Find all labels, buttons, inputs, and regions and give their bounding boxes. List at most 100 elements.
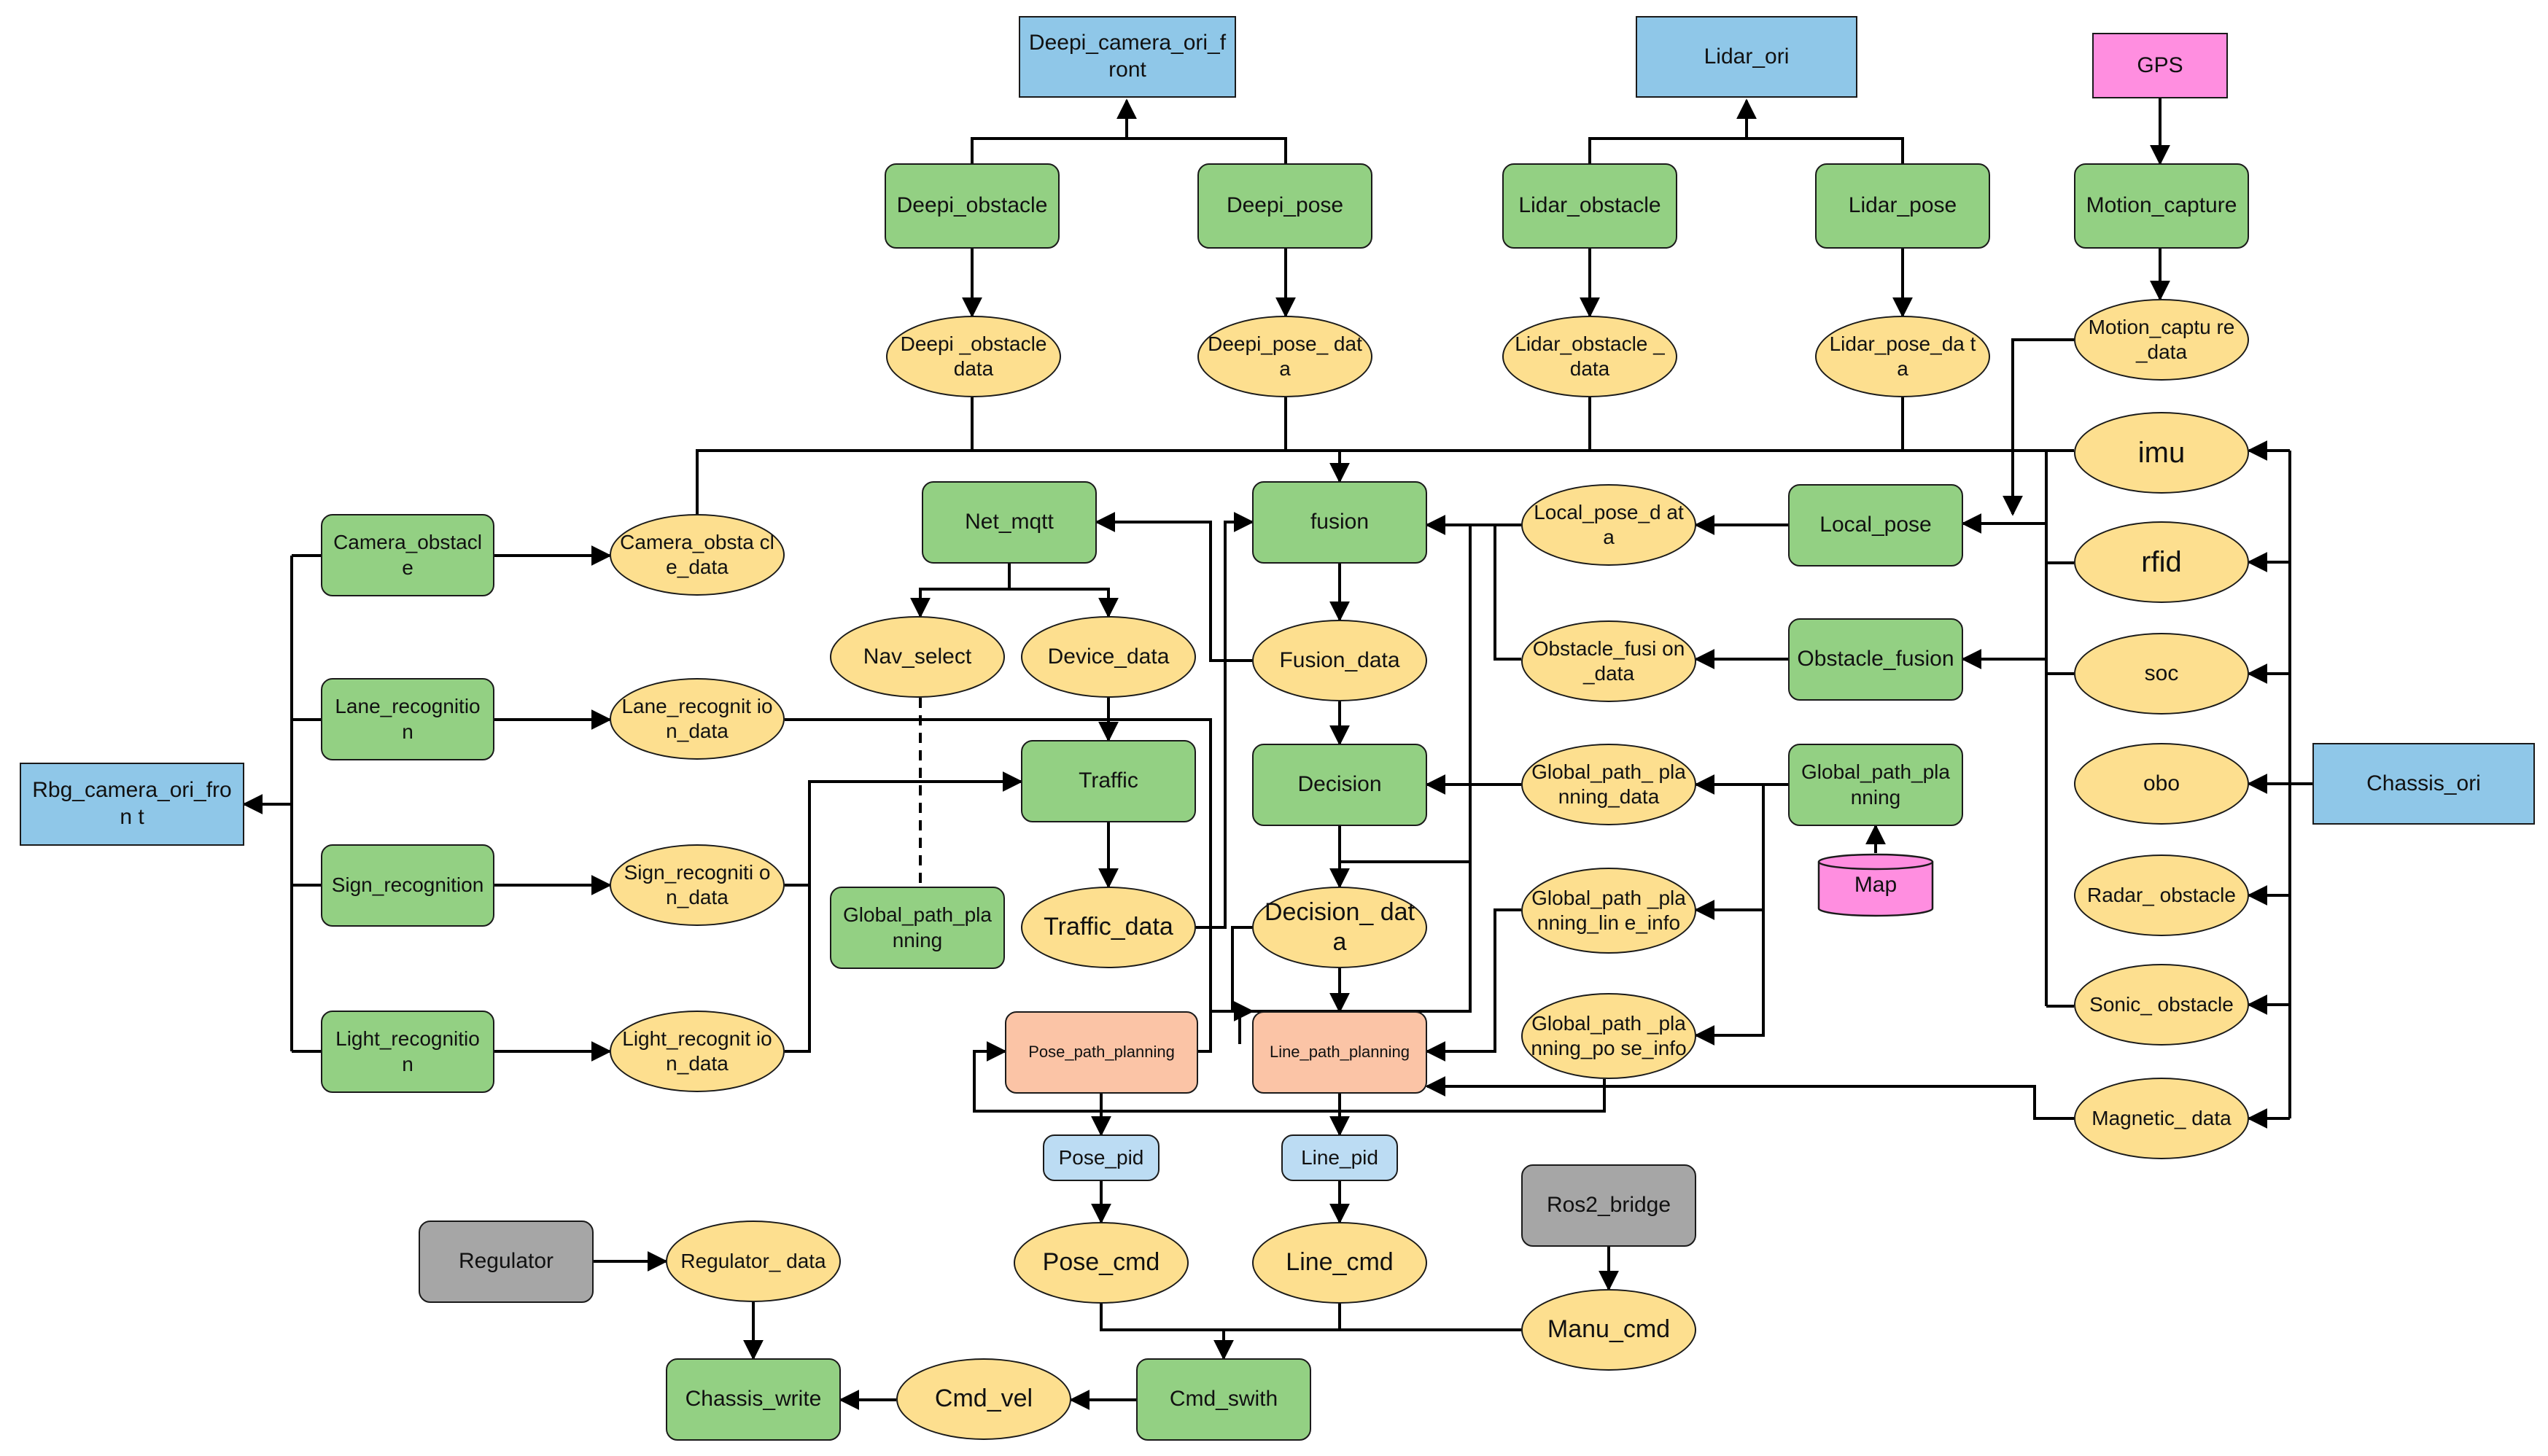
lane-recognition-data-node: Lane_recognit ion_data bbox=[610, 678, 785, 760]
rfid-node: rfid bbox=[2074, 521, 2249, 603]
gps-source: GPS bbox=[2092, 33, 2228, 98]
sign-recognition-label: Sign_recognition bbox=[331, 873, 484, 897]
regulator-node: Regulator bbox=[419, 1221, 594, 1303]
local-pose-data-node: Local_pose_d ata bbox=[1521, 484, 1696, 566]
deepi-pose-label: Deepi_pose bbox=[1226, 193, 1344, 218]
camera-obstacle-node: Camera_obstacl e bbox=[321, 514, 494, 596]
obstacle-fusion-node: Obstacle_fusion bbox=[1788, 618, 1963, 701]
sonic-obstacle-label: Sonic_ obstacle bbox=[2089, 992, 2234, 1016]
radar-obstacle-label: Radar_ obstacle bbox=[2087, 883, 2236, 906]
motion-capture-node: Motion_capture bbox=[2074, 163, 2249, 249]
lidar-obstacle-data-label: Lidar_obstacle _data bbox=[1515, 332, 1665, 380]
magnetic-data-node: Magnetic_ data bbox=[2074, 1078, 2249, 1159]
camera-obstacle-data-node: Camera_obsta cle_data bbox=[610, 514, 785, 596]
nav-select-label: Nav_select bbox=[863, 644, 972, 669]
manu-cmd-node: Manu_cmd bbox=[1521, 1289, 1696, 1371]
decision-data-label: Decision_ data bbox=[1264, 898, 1415, 956]
chassis-write-node: Chassis_write bbox=[666, 1358, 841, 1441]
decision-label: Decision bbox=[1297, 772, 1382, 797]
connector-77 bbox=[1100, 1304, 1521, 1331]
global-path-planning-pose-info-label: Global_path _planning_po se_info bbox=[1531, 1011, 1687, 1059]
soc-label: soc bbox=[2144, 661, 2179, 685]
obstacle-fusion-label: Obstacle_fusion bbox=[1797, 647, 1954, 671]
deepi-obstacle-data-node: Deepi _obstacle data bbox=[886, 316, 1061, 397]
obo-label: obo bbox=[2143, 771, 2180, 795]
sign-recognition-data-node: Sign_recogniti on_data bbox=[610, 844, 785, 926]
connector-59 bbox=[785, 771, 1023, 887]
deepi-camera-source: Deepi_camera_ori_front bbox=[1019, 16, 1236, 98]
lidar-obstacle-label: Lidar_obstacle bbox=[1518, 193, 1661, 218]
cmd-vel-label: Cmd_vel bbox=[934, 1385, 1033, 1413]
device-data-label: Device_data bbox=[1047, 644, 1170, 669]
ros2-bridge-node: Ros2_bridge bbox=[1521, 1164, 1696, 1247]
cmd-swith-label: Cmd_swith bbox=[1169, 1387, 1278, 1412]
local-pose-data-label: Local_pose_d ata bbox=[1534, 500, 1684, 548]
motion-capture-data-node: Motion_captu re_data bbox=[2074, 299, 2249, 381]
connector-71 bbox=[973, 1041, 1606, 1113]
connector-68 bbox=[1198, 926, 1252, 1053]
fusion-node: fusion bbox=[1252, 481, 1427, 564]
rbg-camera-source: Rbg_camera_ori_fron t bbox=[20, 763, 244, 846]
magnetic-data-label: Magnetic_ data bbox=[2091, 1106, 2232, 1129]
lidar-pose-label: Lidar_pose bbox=[1848, 193, 1957, 218]
obstacle-fusion-data-node: Obstacle_fusi on_data bbox=[1521, 620, 1696, 702]
lidar-ori-label: Lidar_ori bbox=[1704, 44, 1790, 69]
lidar-obstacle-data-node: Lidar_obstacle _data bbox=[1502, 316, 1677, 397]
line-pid-label: Line_pid bbox=[1301, 1145, 1378, 1169]
imu-node: imu bbox=[2074, 412, 2249, 494]
motion-capture-label: Motion_capture bbox=[2086, 193, 2237, 218]
soc-node: soc bbox=[2074, 633, 2249, 715]
deepi-obstacle-data-label: Deepi _obstacle data bbox=[900, 332, 1047, 380]
traffic-data-node: Traffic_data bbox=[1021, 887, 1196, 968]
traffic-label: Traffic bbox=[1079, 768, 1138, 793]
rbg-camera-label: Rbg_camera_ori_fron t bbox=[32, 778, 232, 829]
fusion-label: fusion bbox=[1310, 510, 1370, 534]
connector-36 bbox=[1494, 525, 1521, 661]
connector-3 bbox=[1588, 137, 1904, 163]
pose-cmd-node: Pose_cmd bbox=[1014, 1222, 1189, 1304]
connector-41 bbox=[1694, 910, 1765, 1046]
chassis-ori-label: Chassis_ori bbox=[2366, 771, 2481, 795]
gps-label: GPS bbox=[2137, 52, 2183, 77]
global-path-planning-data-node: Global_path_ planning_data bbox=[1521, 744, 1696, 825]
obo-node: obo bbox=[2074, 743, 2249, 825]
manu-cmd-label: Manu_cmd bbox=[1547, 1315, 1671, 1344]
pose-path-planning-node: Pose_path_planning bbox=[1005, 1011, 1198, 1094]
regulator-data-label: Regulator_ data bbox=[680, 1249, 826, 1272]
sign-recognition-node: Sign_recognition bbox=[321, 844, 494, 927]
pose-pid-label: Pose_pid bbox=[1058, 1145, 1144, 1169]
lidar-pose-data-node: Lidar_pose_da ta bbox=[1815, 316, 1990, 397]
connector-1 bbox=[971, 137, 1287, 163]
cmd-vel-node: Cmd_vel bbox=[896, 1358, 1071, 1440]
device-data-node: Device_data bbox=[1021, 616, 1196, 698]
line-path-planning-node: Line_path_planning bbox=[1252, 1011, 1427, 1094]
local-pose-node: Local_pose bbox=[1788, 484, 1963, 567]
map-label: Map bbox=[1854, 872, 1898, 897]
deepi-pose-data-node: Deepi_pose_ data bbox=[1197, 316, 1372, 397]
connector-62 bbox=[1009, 588, 1119, 618]
global-path-planning-line-info-label: Global_path _planning_lin e_info bbox=[1531, 886, 1686, 934]
connector-61 bbox=[910, 564, 1011, 618]
light-recognition-node: Light_recognitio n bbox=[321, 1011, 494, 1093]
regulator-data-node: Regulator_ data bbox=[666, 1221, 841, 1302]
global-path-planning-right-node: Global_path_pla nning bbox=[1788, 744, 1963, 826]
local-pose-label: Local_pose bbox=[1819, 513, 1932, 537]
lidar-ori-source: Lidar_ori bbox=[1636, 16, 1857, 98]
map-database: Map bbox=[1817, 853, 1934, 917]
nav-select-node: Nav_select bbox=[830, 616, 1005, 698]
lidar-pose-node: Lidar_pose bbox=[1815, 163, 1990, 249]
lidar-pose-data-label: Lidar_pose_da ta bbox=[1829, 332, 1976, 380]
global-path-planning-line-info-node: Global_path _planning_lin e_info bbox=[1521, 868, 1696, 954]
pose-cmd-label: Pose_cmd bbox=[1042, 1248, 1160, 1277]
deepi-pose-data-label: Deepi_pose_ data bbox=[1208, 332, 1362, 380]
imu-label: imu bbox=[2137, 436, 2186, 469]
camera-obstacle-label: Camera_obstacl e bbox=[333, 531, 482, 579]
light-recognition-label: Light_recognitio n bbox=[335, 1027, 480, 1075]
lane-recognition-data-label: Lane_recognit ion_data bbox=[621, 694, 773, 742]
connector-40 bbox=[1694, 785, 1765, 920]
decision-data-node: Decision_ data bbox=[1252, 887, 1427, 968]
fusion-data-node: Fusion_data bbox=[1252, 620, 1427, 701]
fusion-data-label: Fusion_data bbox=[1279, 647, 1400, 672]
global-path-planning-pose-info-node: Global_path _planning_po se_info bbox=[1521, 993, 1696, 1079]
